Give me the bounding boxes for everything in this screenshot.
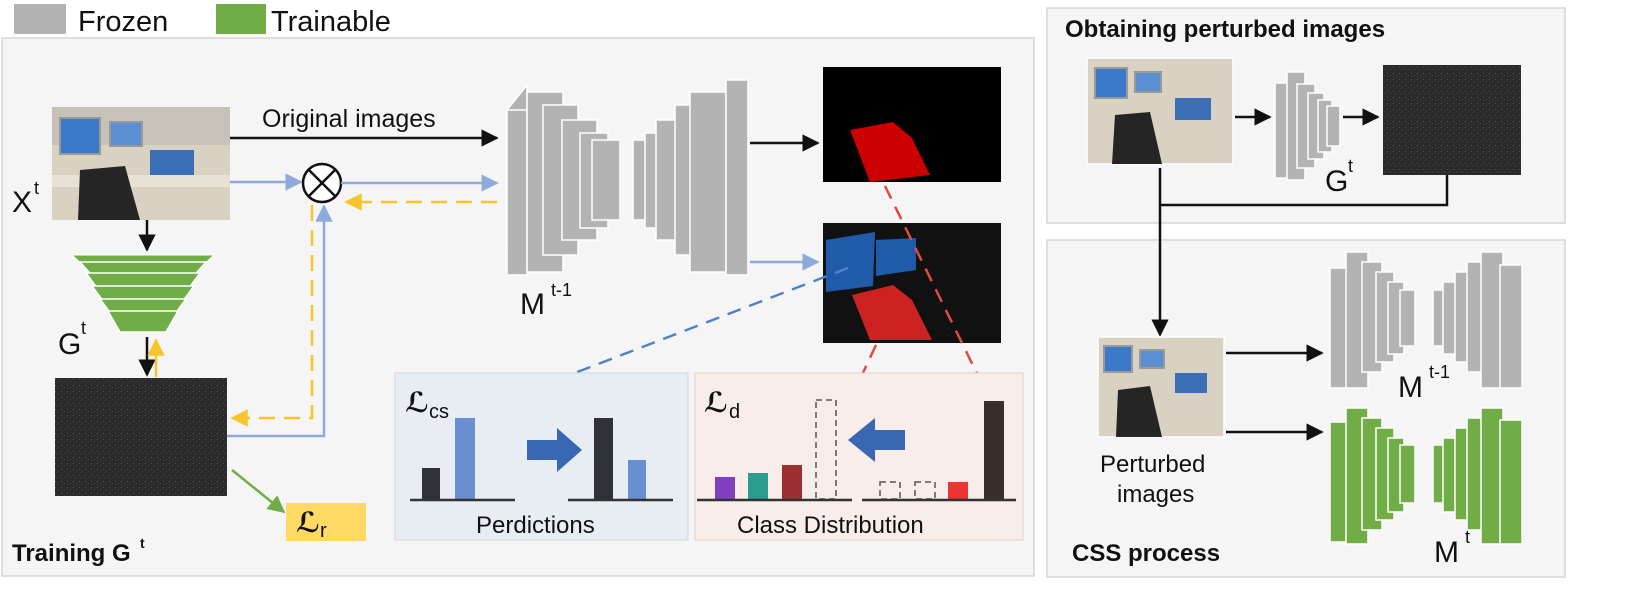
legend-frozen-label: Frozen [78, 6, 168, 38]
legend-frozen-swatch [14, 4, 66, 34]
css-label-mt-sup: t [1465, 527, 1470, 547]
label-xt-sup: t [34, 178, 39, 198]
connector-noise-to-join [1160, 175, 1449, 207]
label-gt-perturbed: G [1325, 165, 1348, 198]
predictions-bars-after [568, 418, 673, 502]
class-distribution-bars-right [862, 401, 1016, 502]
noise-image [55, 378, 227, 496]
training-title-sup: t [140, 535, 145, 551]
css-label-mt1-sup: t-1 [1429, 362, 1450, 382]
label-gt: G [58, 328, 81, 361]
label-original-images: Original images [262, 105, 436, 133]
label-predictions: Perdictions [476, 512, 595, 539]
label-gt-sup: t [81, 318, 86, 338]
model-mt1-frozen [506, 79, 749, 278]
input-image-xt [52, 107, 230, 220]
class-distribution-arrow-icon [848, 418, 905, 462]
prediction-original [823, 67, 1001, 182]
css-model-mt1-frozen [1329, 251, 1523, 389]
predictions-bars-before [410, 418, 515, 502]
css-title: CSS process [1072, 540, 1220, 567]
arrow-noise-to-combine [227, 204, 333, 438]
perturbed-title: Obtaining perturbed images [1065, 16, 1385, 43]
generator-gt-frozen [1274, 71, 1341, 181]
class-distribution-bars-left [697, 399, 852, 502]
loss-d-symbol: ℒ [704, 387, 728, 418]
css-label-mt: M [1434, 536, 1459, 569]
loss-r-symbol: ℒ [296, 507, 320, 538]
label-xt: X [12, 186, 32, 219]
legend-trainable-swatch [216, 4, 266, 34]
css-label-mt1: M [1398, 371, 1423, 404]
prediction-perturbed [823, 223, 1001, 343]
css-perturbed-images [1097, 336, 1225, 438]
arrow-red-dash-to-bars [883, 185, 991, 400]
noise-image-perturbed [1383, 65, 1521, 175]
arrow-combine-to-noise-yellow [230, 205, 314, 427]
label-mt1: M [520, 288, 545, 321]
loss-d-sub: d [729, 401, 740, 423]
loss-d-box [694, 372, 1024, 541]
loss-r-sub: r [320, 520, 327, 542]
label-class-distribution: Class Distribution [737, 512, 924, 539]
predictions-arrow-icon [527, 428, 582, 472]
combine-operator-icon [301, 162, 343, 204]
arrow-noise-to-loss-r [231, 469, 286, 514]
generator-gt-trainable [70, 254, 216, 333]
css-perturbed-line2: images [1117, 481, 1194, 508]
label-mt1-sup: t-1 [551, 280, 572, 300]
training-title: Training G [12, 540, 131, 567]
loss-cs-sub: cs [429, 401, 449, 423]
css-model-mt-trainable [1329, 407, 1523, 545]
css-perturbed-line1: Perturbed [1100, 451, 1205, 478]
label-gt-perturbed-sup: t [1348, 156, 1353, 176]
loss-cs-symbol: ℒ [405, 387, 429, 418]
legend-trainable-label: Trainable [271, 6, 391, 38]
loss-r-box [286, 503, 366, 541]
perturbed-input-images [1086, 57, 1234, 165]
